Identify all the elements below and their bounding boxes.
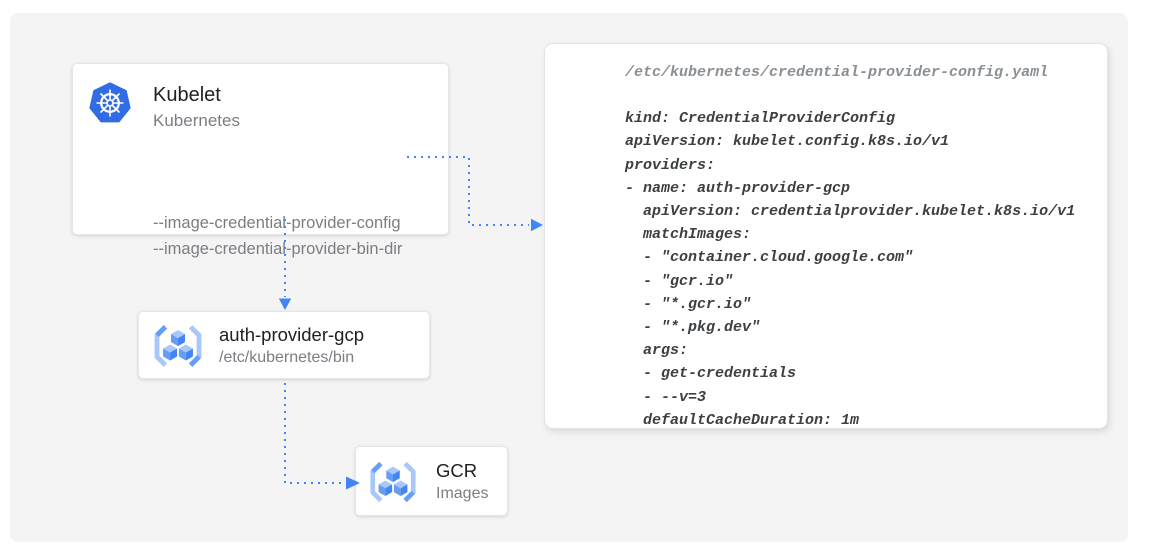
code-line: apiVersion: credentialprovider.kubelet.k… [625, 203, 1076, 221]
code-line: - "gcr.io" [625, 272, 734, 290]
code-line: defaultCacheDuration: 1m [625, 411, 860, 429]
gcr-registry-icon [366, 459, 420, 505]
code-line: apiVersion: kubelet.config.k8s.io/v1 [625, 133, 950, 151]
kubelet-flag-config: --image-credential-provider-config [153, 214, 401, 232]
code-line: - "*.pkg.dev" [625, 319, 761, 337]
gcr-registry-icon [150, 323, 206, 369]
config-yaml-panel: /etc/kubernetes/credential-provider-conf… [544, 43, 1108, 429]
kubelet-node: Kubelet Kubernetes --image-credential-pr… [72, 63, 449, 258]
kubernetes-icon [88, 81, 132, 125]
code-line: - name: auth-provider-gcp [625, 179, 851, 197]
code-line: providers: [625, 156, 716, 174]
kubelet-flags: --image-credential-provider-config --ima… [153, 210, 402, 262]
kubelet-subtitle: Kubernetes [153, 111, 240, 130]
gcr-node: GCR Images [355, 446, 508, 516]
code-line: - "*.gcr.io" [625, 295, 752, 313]
kubelet-flag-bin-dir: --image-credential-provider-bin-dir [153, 240, 403, 258]
code-line: kind: CredentialProviderConfig [625, 110, 896, 128]
gcr-subtitle: Images [436, 485, 489, 502]
kubelet-title: Kubelet [153, 84, 221, 106]
code-line: matchImages: [625, 226, 752, 244]
code-line: args: [625, 342, 689, 360]
code-line: - "container.cloud.google.com" [625, 249, 914, 267]
code-line: - --v=3 [625, 388, 707, 406]
auth-provider-node: auth-provider-gcp /etc/kubernetes/bin [138, 311, 430, 379]
auth-provider-subtitle: /etc/kubernetes/bin [219, 349, 355, 366]
gcr-title: GCR [436, 460, 478, 481]
config-yaml-code: kind: CredentialProviderConfig apiVersio… [625, 107, 1091, 429]
code-line: - get-credentials [625, 365, 797, 383]
config-file-path: /etc/kubernetes/credential-provider-conf… [625, 64, 1049, 81]
auth-provider-title: auth-provider-gcp [219, 324, 364, 345]
